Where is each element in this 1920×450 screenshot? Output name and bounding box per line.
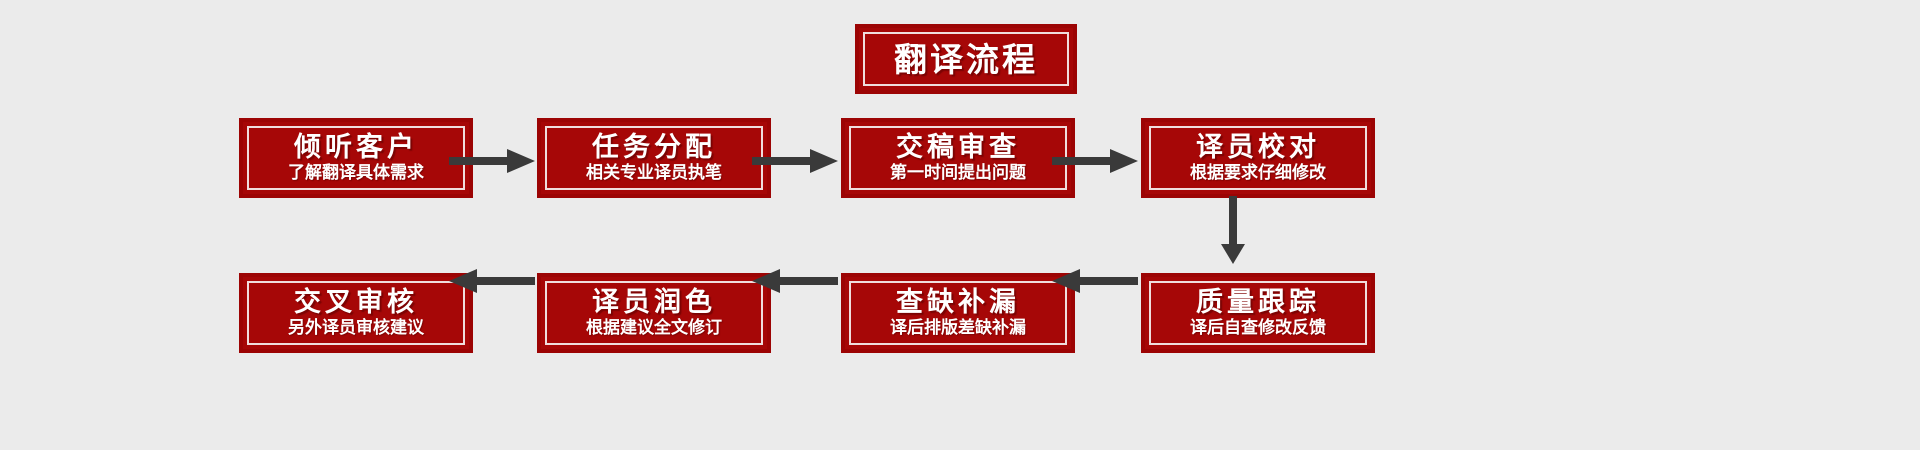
step-2-subtitle: 相关专业译员执笔	[586, 163, 722, 184]
step-8-heading: 交叉审核	[294, 287, 418, 319]
step-3-subtitle: 第一时间提出问题	[890, 163, 1026, 184]
arrow-right-icon-step1-step2	[449, 149, 535, 173]
arrow-left-icon-step7-step8	[449, 269, 535, 293]
step-box-8[interactable]: 交叉审核 另外译员审核建议	[239, 273, 473, 353]
step-box-1[interactable]: 倾听客户 了解翻译具体需求	[239, 118, 473, 198]
step-2-heading: 任务分配	[592, 132, 716, 164]
step-box-2[interactable]: 任务分配 相关专业译员执笔	[537, 118, 771, 198]
step-7-heading: 译员润色	[592, 287, 716, 319]
arrow-left-icon-step5-step6	[1052, 269, 1138, 293]
step-box-6[interactable]: 查缺补漏 译后排版差缺补漏	[841, 273, 1075, 353]
arrow-left-icon-step6-step7	[752, 269, 838, 293]
step-7-subtitle: 根据建议全文修订	[586, 318, 722, 339]
step-1-heading: 倾听客户	[294, 132, 418, 164]
step-4-heading: 译员校对	[1196, 132, 1320, 164]
step-5-heading: 质量跟踪	[1196, 287, 1320, 319]
step-6-subtitle: 译后排版差缺补漏	[890, 318, 1026, 339]
step-box-4[interactable]: 译员校对 根据要求仔细修改	[1141, 118, 1375, 198]
step-4-subtitle: 根据要求仔细修改	[1190, 163, 1326, 184]
arrow-down-icon-step4-step5	[1221, 196, 1245, 264]
diagram-title-text: 翻译流程	[894, 39, 1038, 79]
step-1-subtitle: 了解翻译具体需求	[288, 163, 424, 184]
diagram-title-box: 翻译流程	[855, 24, 1077, 94]
step-3-heading: 交稿审查	[896, 132, 1020, 164]
arrow-right-icon-step3-step4	[1052, 149, 1138, 173]
step-box-7[interactable]: 译员润色 根据建议全文修订	[537, 273, 771, 353]
step-box-5[interactable]: 质量跟踪 译后自查修改反馈	[1141, 273, 1375, 353]
step-8-subtitle: 另外译员审核建议	[288, 318, 424, 339]
step-5-subtitle: 译后自查修改反馈	[1190, 318, 1326, 339]
step-box-3[interactable]: 交稿审查 第一时间提出问题	[841, 118, 1075, 198]
arrow-right-icon-step2-step3	[752, 149, 838, 173]
step-6-heading: 查缺补漏	[896, 287, 1020, 319]
